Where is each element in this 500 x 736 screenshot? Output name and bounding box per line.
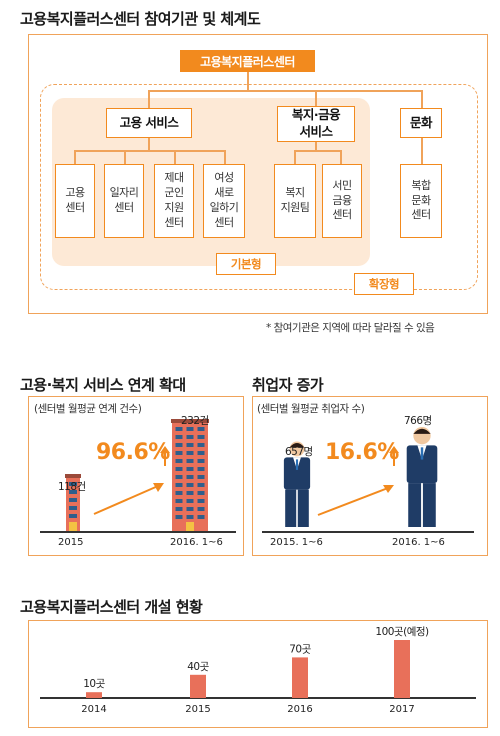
connector [294, 150, 296, 164]
item-job-center: 일자리 센터 [104, 164, 144, 238]
group-welfare-finance: 복지·금융 서비스 [277, 106, 355, 142]
item-women-center: 여성 새로 일하기 센터 [203, 164, 245, 238]
item-culture-center: 복합 문화 센터 [400, 164, 442, 238]
connector [315, 90, 317, 108]
connector [294, 150, 340, 152]
linkage-chart-subtitle: (센터별 월평균 연계 건수) [34, 403, 142, 415]
basic-type-label: 기본형 [216, 253, 276, 275]
employment-category-2015: 2015. 1~6 [270, 537, 323, 548]
connector [174, 150, 176, 164]
employment-change-value: 16.6% [325, 440, 399, 465]
extended-boundary [40, 84, 478, 290]
connector [421, 138, 423, 164]
group-culture: 문화 [400, 108, 442, 138]
openings-chart-title: 고용복지플러스센터 개설 현황 [20, 598, 203, 616]
root-node: 고용복지플러스센터 [180, 50, 315, 72]
item-welfare-team: 복지 지원팀 [274, 164, 316, 238]
employment-chart-subtitle: (센터별 월평균 취업자 수) [257, 403, 365, 415]
connector [74, 150, 224, 152]
connector [148, 90, 422, 92]
linkage-baseline [40, 531, 236, 533]
connector [148, 90, 150, 108]
item-veteran-center: 제대 군인 지원 센터 [154, 164, 194, 238]
linkage-value-label-2015: 118건 [58, 481, 86, 493]
connector [421, 90, 423, 108]
connector [124, 150, 126, 164]
item-employment-center: 고용 센터 [55, 164, 95, 238]
item-finance-center: 서민 금융 센터 [322, 164, 362, 238]
employment-value-label-2016: 766명 [404, 415, 432, 427]
org-chart-title: 고용복지플러스센터 참여기관 및 체계도 [20, 10, 261, 28]
employment-baseline [262, 531, 474, 533]
linkage-chart-title: 고용·복지 서비스 연계 확대 [20, 376, 186, 394]
employment-category-2016: 2016. 1~6 [392, 537, 445, 548]
openings-chart-panel [28, 620, 488, 728]
employment-value-label-2015: 657명 [285, 446, 313, 458]
connector [315, 142, 317, 150]
linkage-change-value: 96.6% [96, 440, 170, 465]
connector [224, 150, 226, 164]
connector [247, 72, 249, 90]
linkage-category-2016: 2016. 1~6 [170, 537, 223, 548]
extended-type-label: 확장형 [354, 273, 414, 295]
footnote: * 참여기관은 지역에 따라 달라질 수 있음 [266, 322, 435, 334]
connector [74, 150, 76, 164]
employment-chart-title: 취업자 증가 [252, 376, 324, 394]
group-employment: 고용 서비스 [106, 108, 192, 138]
connector [148, 138, 150, 150]
linkage-value-label-2016: 232건 [181, 415, 209, 427]
linkage-category-2015: 2015 [58, 537, 84, 548]
connector [340, 150, 342, 164]
